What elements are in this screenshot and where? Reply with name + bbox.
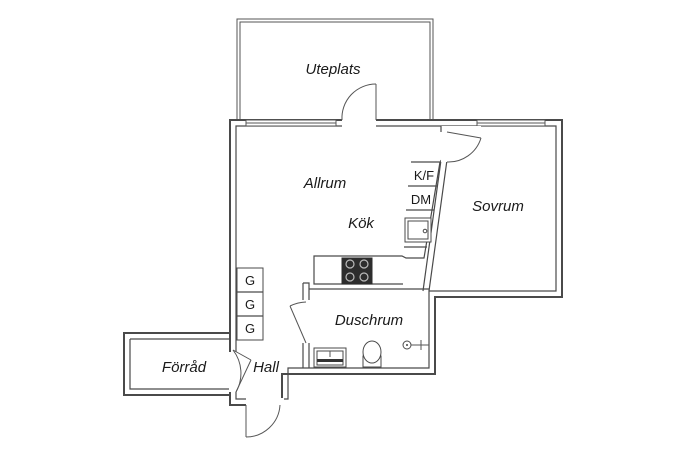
shower: [402, 340, 429, 350]
dishwasher-label: DM: [411, 192, 431, 207]
room-label-sovrum: Sovrum: [472, 198, 524, 215]
room-label-forrad: Förråd: [162, 359, 207, 376]
patio-door[interactable]: [341, 83, 377, 129]
kitchen-counter: [313, 161, 441, 285]
wardrobe-label: G: [245, 321, 255, 336]
apartment-walls: [229, 119, 563, 406]
room-label-hall: Hall: [253, 359, 280, 376]
room-label-duschrum: Duschrum: [335, 312, 403, 329]
entrance-door[interactable]: [245, 398, 284, 438]
wardrobe-label: G: [245, 273, 255, 288]
storage-door[interactable]: [229, 349, 252, 393]
toilet: [362, 340, 382, 368]
room-label-kok: Kök: [348, 215, 375, 232]
wardrobe-label: G: [245, 297, 255, 312]
bathroom-sink: [313, 347, 347, 368]
bedroom-partition: [422, 126, 482, 292]
stove: [341, 257, 373, 285]
wardrobes: [236, 267, 264, 341]
room-label-allrum: Allrum: [303, 175, 347, 192]
fridge-freezer-label: K/F: [414, 168, 434, 183]
bathroom-walls: [302, 282, 429, 368]
kitchen-sink: [404, 217, 432, 243]
room-label-uteplats: Uteplats: [305, 61, 361, 78]
bathroom-door[interactable]: [289, 301, 307, 344]
patio: [236, 18, 434, 124]
